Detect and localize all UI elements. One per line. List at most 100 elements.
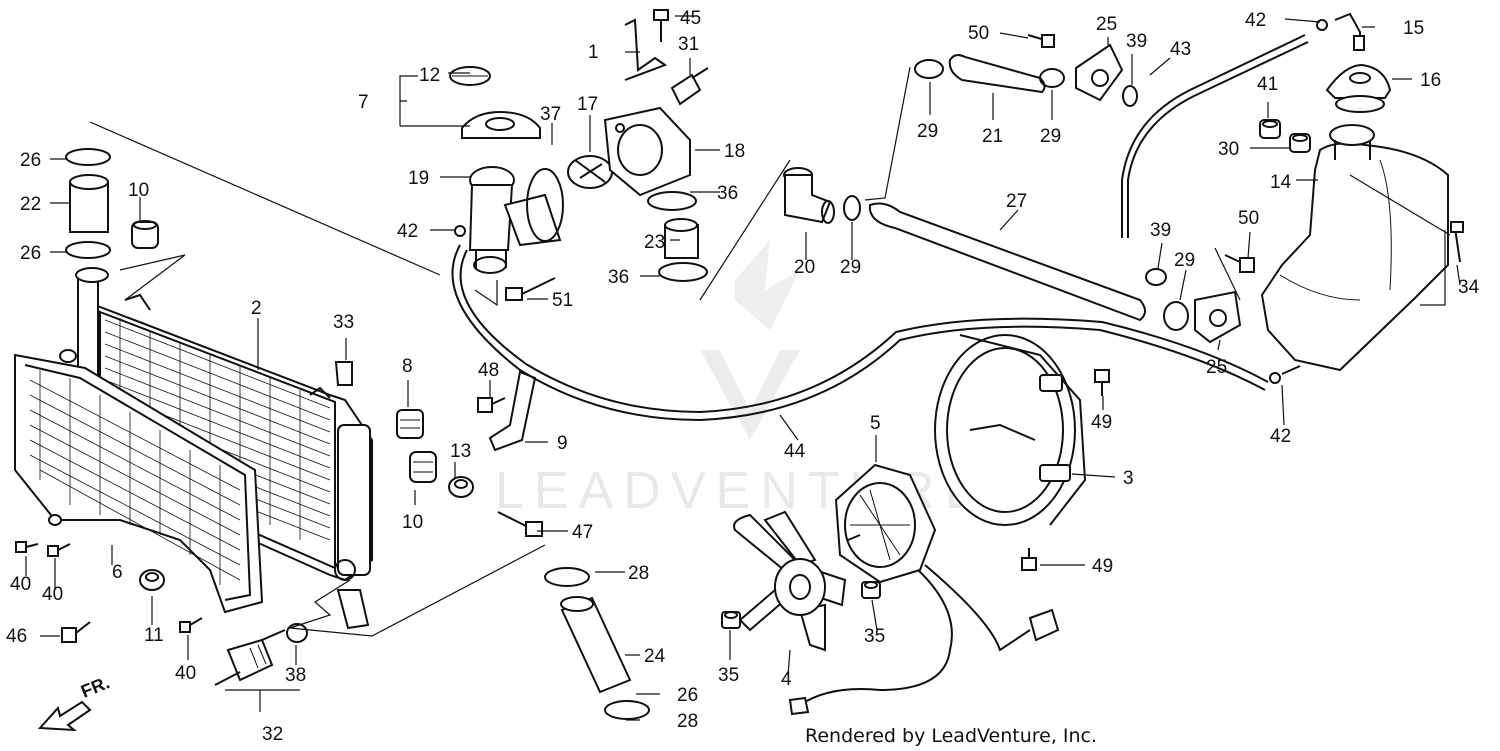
callout-36-upper: 36	[717, 183, 738, 204]
callout-43: 43	[1170, 39, 1191, 60]
callout-14: 14	[1270, 172, 1292, 193]
callout-10-lower: 10	[402, 512, 423, 533]
joint-25-lower	[1194, 290, 1242, 344]
callout-30: 30	[1218, 139, 1239, 160]
callout-7: 7	[358, 92, 369, 113]
front-direction-arrow: FR.	[37, 672, 112, 732]
clip-33	[334, 361, 353, 386]
screw-40-b	[47, 543, 71, 557]
callout-17: 17	[577, 94, 598, 115]
callout-34: 34	[1458, 277, 1480, 298]
screw-40-c	[179, 617, 203, 633]
clamp-26-bottom	[65, 241, 111, 259]
callout-29-d: 29	[1174, 250, 1195, 271]
callout-21: 21	[982, 126, 1003, 147]
callout-26-top: 26	[20, 150, 41, 171]
watermark: LEADVENTURE	[495, 240, 979, 520]
fan-shroud-3	[934, 334, 1087, 526]
callout-12: 12	[419, 65, 440, 86]
clamp-29-c	[843, 195, 861, 221]
callout-40-b: 40	[42, 584, 63, 605]
callout-42-left: 42	[397, 221, 418, 242]
clamp-29-d	[1163, 301, 1189, 331]
fan-switch-32	[214, 629, 286, 686]
clamp-26-28-lower	[604, 700, 650, 720]
callout-26-bottom: 26	[20, 243, 41, 264]
radiator	[75, 267, 373, 630]
callout-9: 9	[557, 433, 568, 454]
callout-20: 20	[794, 257, 815, 278]
clamp-29-b	[1039, 68, 1065, 88]
bolt-48	[477, 397, 506, 413]
callout-49-upper: 49	[1091, 412, 1112, 433]
oring-42	[454, 225, 466, 237]
short-hose-23	[664, 218, 699, 259]
callout-16: 16	[1420, 70, 1441, 91]
reserve-tank	[1260, 124, 1449, 372]
hose-27	[868, 202, 1146, 322]
clamp-36-upper	[647, 191, 697, 211]
callout-6: 6	[112, 562, 123, 583]
collar-30	[1289, 133, 1311, 153]
leader-lines	[25, 15, 1461, 721]
elbow-20	[783, 167, 835, 224]
clamp-26-top	[65, 148, 111, 166]
callout-28-upper: 28	[628, 563, 649, 584]
bolt-51	[505, 277, 556, 301]
callout-29-c: 29	[840, 257, 861, 278]
callout-27: 27	[1006, 191, 1027, 212]
callout-42-top: 42	[1245, 10, 1266, 31]
oring-42-lower	[1269, 372, 1281, 384]
callout-35-right: 35	[864, 626, 885, 647]
screw-40-a	[15, 541, 39, 553]
clamp-36-lower	[658, 262, 708, 282]
grommet-10-upper	[131, 220, 159, 249]
callout-31: 31	[678, 34, 699, 55]
callout-10-upper: 10	[128, 180, 149, 201]
callout-13: 13	[450, 441, 471, 462]
hose-44	[451, 244, 1266, 422]
callout-32: 32	[262, 724, 283, 745]
nut-35-right	[861, 581, 881, 599]
bolt-50-upper	[1027, 34, 1055, 48]
callout-48: 48	[478, 360, 499, 381]
hose-22	[69, 174, 109, 233]
callout-1: 1	[588, 42, 599, 63]
hose-43	[1121, 34, 1306, 238]
radiator-shroud	[14, 349, 264, 614]
callout-19: 19	[408, 168, 429, 189]
hose-clip	[624, 18, 668, 81]
callout-44: 44	[784, 441, 806, 462]
callout-35-left: 35	[718, 665, 739, 686]
callout-40-c: 40	[175, 663, 196, 684]
thermostat	[567, 155, 613, 189]
callout-11: 11	[144, 625, 164, 646]
front-label: FR.	[78, 672, 112, 701]
grommet-10-lower	[409, 451, 437, 483]
callout-25-lower: 25	[1206, 357, 1227, 378]
callout-47: 47	[572, 522, 593, 543]
washer-38	[286, 623, 308, 643]
thermostat-cover	[603, 106, 691, 197]
cap-assembly	[449, 66, 541, 139]
bolt-46	[61, 621, 91, 643]
nut-35-left	[721, 611, 741, 629]
bolt-34	[1450, 221, 1464, 263]
callout-37: 37	[540, 104, 561, 125]
callout-46: 46	[6, 626, 27, 647]
callout-49-lower: 49	[1092, 556, 1113, 577]
callout-45: 45	[680, 8, 701, 29]
callout-33: 33	[333, 312, 354, 333]
callout-25-upper: 25	[1096, 14, 1117, 35]
callout-29-b: 29	[1040, 126, 1061, 147]
bolt-49-lower	[1021, 548, 1037, 571]
bolt-49-upper	[1094, 369, 1110, 396]
clamp-29-a	[914, 59, 944, 79]
callout-41: 41	[1257, 74, 1278, 95]
callout-42-lower: 42	[1270, 426, 1291, 447]
fan-blade	[733, 510, 847, 652]
callout-51: 51	[552, 290, 573, 311]
callout-28-lower: 28	[677, 711, 698, 732]
callout-26-lower: 26	[677, 685, 698, 706]
bolt-45	[653, 9, 669, 42]
